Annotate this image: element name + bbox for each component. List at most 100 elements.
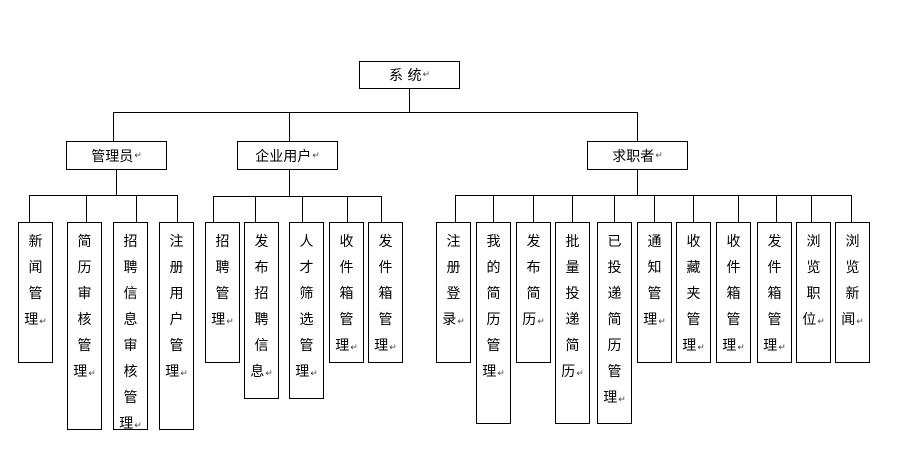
leaf-char: 批 bbox=[565, 234, 580, 250]
node-enterprise-user-label: 企业用户 bbox=[255, 148, 312, 165]
leaf-char: 收 bbox=[686, 234, 701, 250]
leaf-recruitment-management: 招聘管理↵ bbox=[205, 222, 240, 363]
leaf-char: 位↵ bbox=[802, 312, 825, 328]
leaf-char: 历 bbox=[486, 312, 501, 328]
leaf-publish-resume: 发布简历↵ bbox=[516, 222, 551, 363]
leaf-char: 管 bbox=[28, 286, 43, 302]
leaf-char: 理↵ bbox=[763, 338, 786, 354]
leaf-char: 箱 bbox=[339, 286, 354, 302]
paragraph-mark: ↵ bbox=[310, 369, 318, 379]
leaf-favorites-management: 收藏夹管理↵ bbox=[676, 222, 711, 363]
paragraph-mark: ↵ bbox=[856, 317, 864, 327]
leaf-char: 通 bbox=[647, 234, 662, 250]
paragraph-mark: ↵ bbox=[312, 150, 320, 161]
leaf-char: 量 bbox=[565, 260, 580, 276]
leaf-char: 发 bbox=[254, 234, 269, 250]
paragraph-mark: ↵ bbox=[658, 317, 666, 327]
leaf-browse-jobs: 浏览职位↵ bbox=[796, 222, 831, 363]
leaf-char: 人 bbox=[299, 234, 314, 250]
leaf-news-management: 新闻管理↵ bbox=[18, 222, 53, 363]
leaf-char: 理↵ bbox=[682, 338, 705, 354]
paragraph-mark: ↵ bbox=[134, 150, 142, 161]
leaf-char: 新 bbox=[28, 234, 43, 250]
leaf-char: 录↵ bbox=[442, 312, 465, 328]
leaf-char: 注 bbox=[446, 234, 461, 250]
leaf-char: 管 bbox=[486, 338, 501, 354]
leaf-char: 册 bbox=[446, 260, 461, 276]
leaf-registered-user-management: 注册用户管理↵ bbox=[159, 222, 194, 430]
leaf-char: 简 bbox=[526, 286, 541, 302]
leaf-char: 件 bbox=[726, 260, 741, 276]
leaf-char: 用 bbox=[169, 286, 184, 302]
leaf-char: 聘 bbox=[123, 260, 138, 276]
leaf-char: 管 bbox=[607, 364, 622, 380]
node-job-seeker: 求职者↵ bbox=[587, 141, 688, 170]
leaf-char: 管 bbox=[686, 312, 701, 328]
paragraph-mark: ↵ bbox=[180, 369, 188, 379]
leaf-char: 历↵ bbox=[561, 364, 584, 380]
leaf-char: 筛 bbox=[299, 286, 314, 302]
paragraph-mark: ↵ bbox=[350, 343, 358, 353]
leaf-seeker-inbox: 收件箱管理↵ bbox=[716, 222, 751, 363]
leaf-char: 息↵ bbox=[250, 364, 273, 380]
leaf-char: 览 bbox=[845, 260, 860, 276]
leaf-char: 夹 bbox=[686, 286, 701, 302]
leaf-char: 理↵ bbox=[165, 364, 188, 380]
leaf-char: 箱 bbox=[378, 286, 393, 302]
leaf-char: 简 bbox=[607, 312, 622, 328]
leaf-char: 信 bbox=[123, 286, 138, 302]
leaf-char: 聘 bbox=[254, 312, 269, 328]
leaf-my-resume-management: 我的简历管理↵ bbox=[476, 222, 511, 424]
leaf-char: 理↵ bbox=[722, 338, 745, 354]
node-admin-label: 管理员 bbox=[91, 148, 134, 165]
leaf-char: 理↵ bbox=[119, 416, 142, 432]
leaf-char: 新 bbox=[845, 286, 860, 302]
leaf-char: 收 bbox=[726, 234, 741, 250]
leaf-char: 历 bbox=[77, 260, 92, 276]
paragraph-mark: ↵ bbox=[265, 369, 273, 379]
leaf-char: 理↵ bbox=[73, 364, 96, 380]
leaf-char: 管 bbox=[123, 390, 138, 406]
leaf-char: 才 bbox=[299, 260, 314, 276]
paragraph-mark: ↵ bbox=[497, 369, 505, 379]
leaf-char: 浏 bbox=[845, 234, 860, 250]
paragraph-mark: ↵ bbox=[737, 343, 745, 353]
paragraph-mark: ↵ bbox=[618, 395, 626, 405]
leaf-char: 管 bbox=[169, 338, 184, 354]
paragraph-mark: ↵ bbox=[88, 369, 96, 379]
node-admin: 管理员↵ bbox=[66, 141, 167, 170]
leaf-char: 招 bbox=[254, 286, 269, 302]
paragraph-mark: ↵ bbox=[778, 343, 786, 353]
leaf-char: 核 bbox=[123, 364, 138, 380]
paragraph-mark: ↵ bbox=[576, 369, 584, 379]
leaf-char: 发 bbox=[378, 234, 393, 250]
leaf-char: 理↵ bbox=[603, 390, 626, 406]
leaf-char: 的 bbox=[486, 260, 501, 276]
leaf-char: 聘 bbox=[215, 260, 230, 276]
leaf-char: 发 bbox=[526, 234, 541, 250]
leaf-register-login: 注册登录↵ bbox=[436, 222, 471, 363]
leaf-char: 理↵ bbox=[24, 312, 47, 328]
leaf-char: 选 bbox=[299, 312, 314, 328]
paragraph-mark: ↵ bbox=[655, 150, 663, 161]
leaf-enterprise-inbox: 收件箱管理↵ bbox=[329, 222, 364, 363]
leaf-char: 管 bbox=[378, 312, 393, 328]
leaf-char: 招 bbox=[215, 234, 230, 250]
leaf-char: 收 bbox=[339, 234, 354, 250]
leaf-char: 览 bbox=[806, 260, 821, 276]
root-node-system: 系 统↵ bbox=[359, 61, 460, 89]
leaf-char: 注 bbox=[169, 234, 184, 250]
leaf-batch-submit-resume: 批量投递简历↵ bbox=[555, 222, 590, 424]
node-job-seeker-label: 求职者 bbox=[612, 148, 655, 165]
leaf-char: 管 bbox=[77, 338, 92, 354]
leaf-char: 息 bbox=[123, 312, 138, 328]
paragraph-mark: ↵ bbox=[226, 317, 234, 327]
leaf-char: 闻↵ bbox=[841, 312, 864, 328]
leaf-char: 箱 bbox=[767, 286, 782, 302]
leaf-char: 理↵ bbox=[335, 338, 358, 354]
leaf-char: 管 bbox=[726, 312, 741, 328]
root-label: 系 统 bbox=[389, 68, 422, 84]
leaf-char: 件 bbox=[767, 260, 782, 276]
leaf-notification-management: 通知管理↵ bbox=[637, 222, 672, 363]
paragraph-mark: ↵ bbox=[422, 70, 430, 80]
